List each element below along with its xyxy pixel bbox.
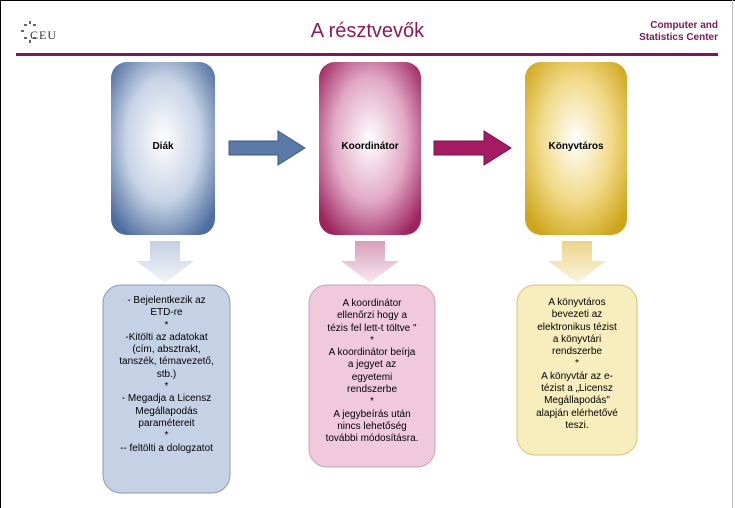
node-label-diak: Diák — [152, 141, 174, 152]
node-label-konyvtaros: Könyvtáros — [548, 141, 604, 152]
desc-text-konyvtaros: A könyvtáros bevezeti az elektronikus té… — [536, 297, 618, 431]
node-koordinator — [319, 62, 421, 235]
slide-title: A résztvevők — [310, 20, 425, 42]
logo-text: CEU — [30, 28, 57, 42]
node-label-koordinator: Koordinátor — [341, 141, 399, 152]
ceu-logo-icon — [21, 21, 36, 43]
slide-frame-left — [0, 0, 1, 508]
arrow-konyvtaros-down — [548, 241, 606, 283]
desc-text-koordinator: A koordinátor ellenőrzi hogy a tézis fel… — [325, 298, 419, 445]
slide-frame-right — [732, 0, 733, 508]
brand-text-content: Computer and Statistics Center — [639, 20, 718, 43]
title-rule — [16, 53, 718, 56]
node-konyvtaros — [525, 62, 627, 235]
desc-text-diak: - Bejelentkezik az ETD-re * -Kitölti az … — [119, 295, 214, 454]
desc-box-konyvtaros — [516, 284, 638, 456]
arrow-diak-down — [136, 241, 194, 283]
desc-box-diak — [102, 284, 231, 494]
node-diak — [111, 62, 215, 235]
arrow-koordinator-to-konyvtaros — [433, 130, 512, 166]
desc-box-koordinator — [308, 284, 436, 468]
slide-frame-top — [0, 0, 735, 1]
brand-text: Computer and Statistics Center — [608, 20, 718, 44]
arrow-diak-to-koordinator — [228, 130, 306, 166]
arrow-koordinator-down — [341, 241, 399, 283]
